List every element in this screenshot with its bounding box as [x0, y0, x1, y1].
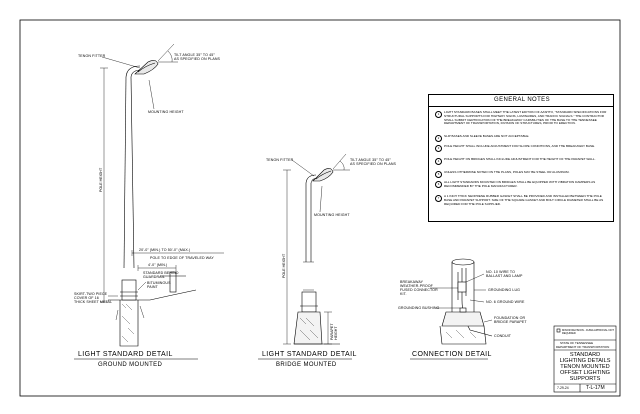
ground-guardrail-label-2: GUARDRAIL — [143, 275, 165, 279]
title-block-line-2: LIGHTING DETAILS — [559, 358, 611, 364]
bridge-pole-height-label: POLE HEIGHT — [282, 253, 286, 278]
note-item: 4 POLE HEIGHT ON BRIDGES SHALL INCLUDE A… — [435, 157, 609, 168]
title-block-line-5: SUPPORTS — [569, 376, 601, 382]
ground-mounting-height-label: MOUNTING HEIGHT — [148, 110, 184, 114]
ground-tilt-label-2: AS SPECIFIED ON PLANS — [174, 57, 221, 61]
bridge-caption-title: LIGHT STANDARD DETAIL — [262, 351, 357, 358]
title-block-revision: MINOR REVISION - FHWA APPROVAL NOT REQUI… — [562, 329, 614, 335]
bridge-tilt-label-1: TILT ANGLE 35° TO 45° — [350, 158, 391, 162]
bridge-mounting-height-label: MOUNTING HEIGHT — [314, 213, 350, 217]
connection-grounding-lug-label: GROUNDING LUG — [488, 288, 521, 292]
note-text: UNLESS OTHERWISE NOTED ON THE PLANS, POL… — [444, 170, 570, 174]
ground-tenon-fitter-label: TENON FITTER — [78, 54, 106, 58]
ground-clearance-label-1: 20'-0" (MIN.) TO 50'-0" (MAX.) — [139, 248, 191, 252]
note-number: 7 — [435, 195, 442, 202]
note-text: SLIP BASES AND SLEEVE BASES ARE NOT ACCE… — [444, 134, 530, 138]
note-text: A 1 INCH THICK NEOPRENE RUBBER GASKET SH… — [444, 194, 604, 206]
note-item: 3 POLE HEIGHT SHALL INCLUDE ADJUSTMENT F… — [435, 144, 609, 155]
note-item: 7 A 1 INCH THICK NEOPRENE RUBBER GASKET … — [435, 194, 609, 211]
connection-conduit-label: CONDUIT — [494, 334, 512, 338]
ground-clearance-label-2: POLE TO EDGE OF TRAVELED WAY — [150, 256, 214, 260]
bridge-caption-subtitle: BRIDGE MOUNTED — [276, 362, 337, 368]
bridge-tilt-label-2: AS SPECIFIED ON PLANS — [350, 162, 397, 166]
connection-no6-label: NO. 6 GROUND WIRE — [486, 300, 525, 304]
ground-caption-title: LIGHT STANDARD DETAIL — [78, 351, 173, 358]
ground-guardrail-label-1: STANDARD BEHIND — [143, 271, 179, 275]
note-text: ALL LIGHT STANDARDS MOUNTED ON BRIDGES S… — [444, 180, 596, 188]
title-block-line-1: STANDARD — [569, 352, 601, 358]
general-notes-title: GENERAL NOTES — [494, 97, 550, 103]
connection-breakaway-label-4: KIT. — [400, 292, 407, 296]
ground-min-dim-label: 4'-0" (MIN.) — [148, 263, 168, 267]
title-block-line-3: TENON MOUNTED — [560, 364, 610, 370]
bridge-parapet-height-label-2: HEIGHT — [334, 326, 338, 340]
ground-bituminous-label-1: BITUMINOUS — [147, 281, 171, 285]
note-number: 4 — [435, 158, 442, 165]
title-block-department: DEPARTMENT OF TRANSPORTATION — [556, 345, 610, 349]
title-block-number: T-L-17M — [586, 385, 605, 391]
connection-breakaway-label-3: FUSED CONNECTOR — [400, 288, 438, 292]
title-block-frame — [553, 325, 617, 393]
connection-grounding-bushing-label: GROUNDING BUSHING — [398, 306, 440, 310]
ground-tilt-label-1: TILT ANGLE 35° TO 45° — [174, 53, 215, 57]
note-number: 2 — [435, 135, 442, 142]
note-number: 5 — [435, 171, 442, 178]
note-item: 5 UNLESS OTHERWISE NOTED ON THE PLANS, P… — [435, 170, 609, 178]
ground-caption-subtitle: GROUND MOUNTED — [98, 362, 163, 368]
title-block-line-4: OFFSET LIGHTING — [560, 370, 610, 376]
ground-mounted-detail — [100, 43, 224, 347]
connection-caption-title: CONNECTION DETAIL — [412, 351, 492, 358]
connection-detail — [430, 258, 493, 345]
note-item: 1 LIGHT STANDARD BASES SHALL MEET THE LA… — [435, 110, 609, 131]
connection-breakaway-label-1: BREAKAWAY — [400, 280, 424, 284]
note-number: 6 — [435, 181, 442, 188]
ground-skirt-label-2: COVER OF 16 — [74, 296, 99, 300]
title-block-state: STATE OF TENNESSEE — [560, 341, 594, 345]
note-number: 3 — [435, 145, 442, 152]
note-number: 1 — [435, 111, 442, 118]
ground-skirt-label-3: THICK SHEET METAL — [74, 300, 113, 304]
note-text: POLE HEIGHT ON BRIDGES SHALL INCLUDE ADJ… — [444, 157, 596, 161]
note-item: 6 ALL LIGHT STANDARDS MOUNTED ON BRIDGES… — [435, 180, 609, 191]
connection-no10-label-1: NO. 10 WIRE TO — [486, 270, 516, 274]
connection-no10-label-2: BALLAST AND LAMP — [486, 274, 523, 278]
note-text: LIGHT STANDARD BASES SHALL MEET THE LATE… — [444, 110, 607, 126]
general-notes-divider — [429, 106, 613, 107]
connection-breakaway-label-2: WEATHER-PROOF — [400, 284, 433, 288]
note-text: POLE HEIGHT SHALL INCLUDE ADJUSTMENT FOR… — [444, 144, 595, 148]
sheet-border — [19, 19, 621, 397]
ground-bituminous-label-2: PAINT — [147, 285, 158, 289]
ground-skirt-label-1: SKIRT-TWO PIECE — [74, 292, 108, 296]
bridge-mounted-detail — [283, 153, 350, 345]
general-notes-box: GENERAL NOTES 1 LIGHT STANDARD BASES SHA… — [428, 94, 614, 222]
ground-pole-height-label: POLE HEIGHT — [99, 167, 103, 192]
title-block-date: 7-29-24 — [557, 386, 569, 390]
bridge-tenon-fitter-label: TENON FITTER — [266, 158, 294, 162]
connection-foundation-label-1: FOUNDATION OR — [494, 316, 526, 320]
note-item: 2 SLIP BASES AND SLEEVE BASES ARE NOT AC… — [435, 134, 609, 142]
connection-foundation-label-2: BRIDGE PARAPET — [494, 320, 527, 324]
